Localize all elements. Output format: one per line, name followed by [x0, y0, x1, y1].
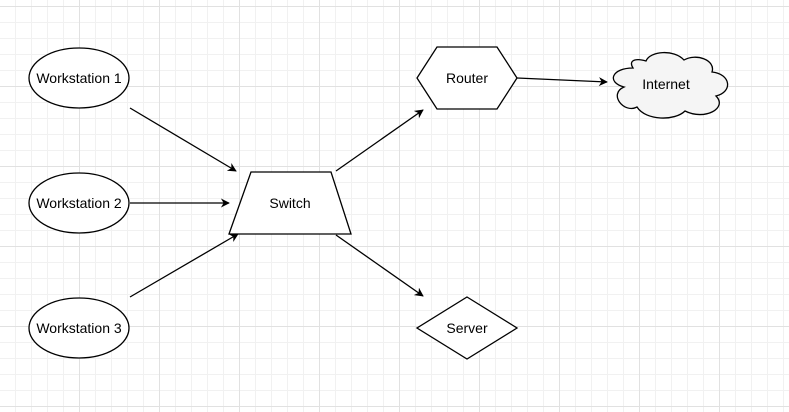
- node-workstation-2[interactable]: Workstation 2: [28, 172, 130, 234]
- node-router-label: Router: [446, 70, 488, 86]
- edges: [129, 77, 608, 298]
- edge-switch-router[interactable]: [335, 109, 424, 172]
- edge-switch-server[interactable]: [335, 234, 424, 297]
- node-workstation-3-label: Workstation 3: [36, 320, 122, 336]
- node-internet[interactable]: Internet: [612, 51, 729, 119]
- node-workstation-3[interactable]: Workstation 3: [28, 297, 130, 359]
- node-workstation-1[interactable]: Workstation 1: [28, 47, 130, 109]
- edge-workstation3-switch[interactable]: [129, 233, 239, 298]
- node-workstation-1-label: Workstation 1: [36, 70, 122, 86]
- node-internet-label: Internet: [642, 76, 690, 92]
- node-router[interactable]: Router: [416, 46, 518, 110]
- edge-workstation1-switch[interactable]: [129, 107, 237, 172]
- node-server[interactable]: Server: [415, 296, 519, 360]
- node-workstation-2-label: Workstation 2: [36, 195, 122, 211]
- node-server-label: Server: [446, 320, 488, 336]
- node-switch-label: Switch: [269, 195, 310, 211]
- node-switch[interactable]: Switch: [228, 171, 352, 235]
- edge-router-internet[interactable]: [516, 77, 608, 87]
